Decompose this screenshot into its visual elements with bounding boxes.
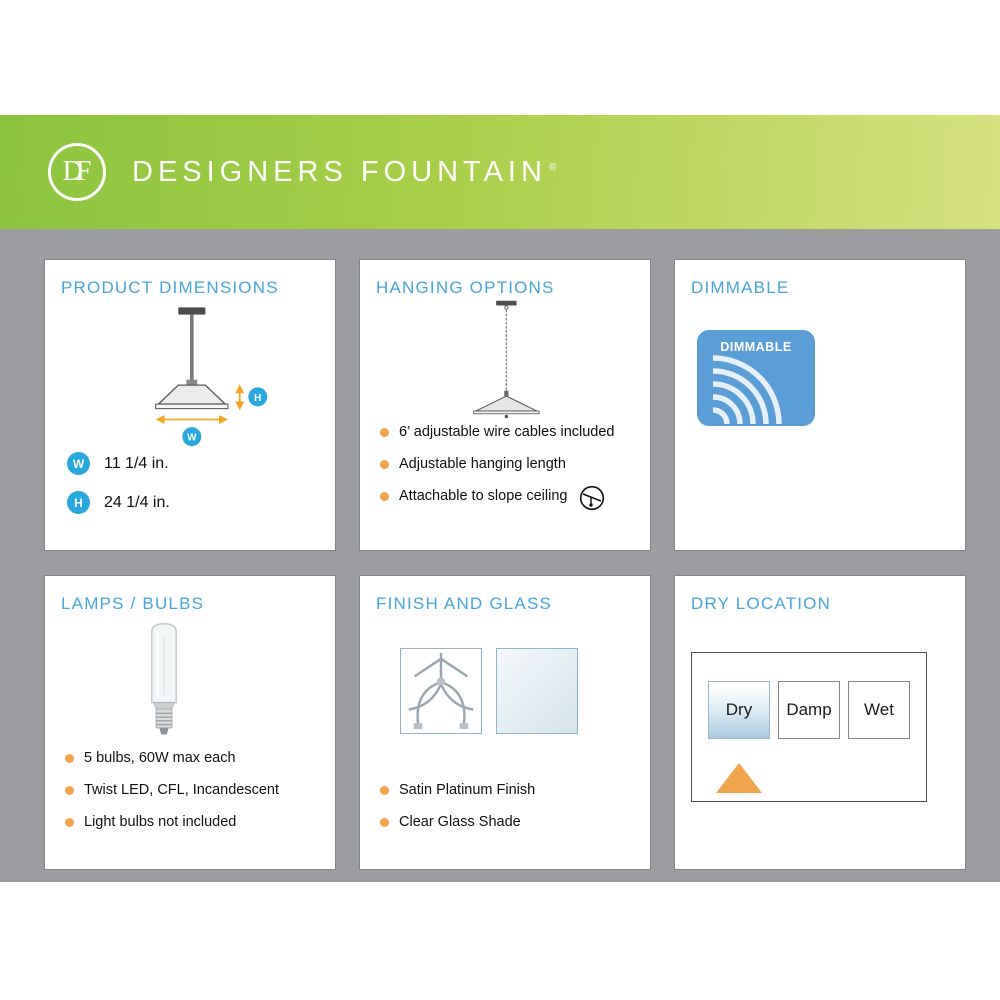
list-item: Twist LED, CFL, Incandescent [61,781,319,800]
tube-bulb-image [151,623,177,735]
location-option-wet: Wet [848,681,910,739]
finish-swatch [400,648,482,734]
height-spec-row: H 24 1/4 in. [67,491,319,514]
swatch-row [400,648,634,734]
location-options: Dry Damp Wet [708,681,926,739]
location-rating-box: Dry Damp Wet [691,652,927,802]
card-title: DRY LOCATION [691,594,832,613]
bullet-dot [65,754,74,764]
location-option-dry: Dry [708,681,770,739]
glass-swatch [496,648,578,734]
card-finish-glass: FINISH AND GLASS [360,576,650,869]
card-title: DIMMABLE [691,278,790,297]
card-title: FINISH AND GLASS [376,594,553,613]
list-item: Attachable to slope ceiling [376,485,634,513]
dimmable-badge: DIMMABLE [697,330,815,426]
svg-text:W: W [187,433,197,444]
pendant-dimensions-diagram: H W [155,307,268,447]
brand-logo-monogram: DF [62,156,92,187]
dimmer-arcs-icon [712,355,782,425]
location-option-damp: Damp [778,681,840,739]
bullet-dot [380,492,389,501]
dimension-spec-list: W 11 1/4 in. H 24 1/4 in. [61,452,319,536]
selected-location-pointer [716,763,762,793]
bullet-dot [380,818,389,828]
brand-header: DF DESIGNERS FOUNTAIN® [0,115,1000,229]
height-badge: H [67,491,90,514]
list-item: 5 bulbs, 60W max each [61,749,319,768]
pendant-cable-diagram [473,300,540,419]
list-item: Light bulbs not included [61,813,319,832]
height-label-badge [248,387,268,407]
bullet-dot [380,786,389,796]
bullet-dot [65,818,74,828]
spec-grid-area: PRODUCT DIMENSIONS H [0,229,1000,882]
card-hanging-options: HANGING OPTIONS 6’ adjustable wire cable… [360,260,650,550]
list-item: 6’ adjustable wire cables included [376,423,634,442]
width-value: 11 1/4 in. [104,454,169,472]
brand-name: DESIGNERS FOUNTAIN® [132,155,562,188]
width-badge: W [67,452,90,475]
finish-glass-list: Satin Platinum Finish Clear Glass Shade [376,781,634,855]
svg-text:H: H [254,393,261,404]
list-item: Satin Platinum Finish [376,781,634,800]
spec-grid: PRODUCT DIMENSIONS H [45,260,965,869]
list-item: Adjustable hanging length [376,455,634,474]
lamps-bulbs-list: 5 bulbs, 60W max each Twist LED, CFL, In… [61,749,319,855]
bullet-dot [380,460,389,470]
dimmable-badge-label: DIMMABLE [720,340,792,354]
height-value: 24 1/4 in. [104,493,170,511]
bullet-dot [380,428,389,438]
list-item: Clear Glass Shade [376,813,634,832]
width-label-badge [182,427,202,447]
card-dimmable: DIMMABLE DIMMABLE [675,260,965,550]
card-title: PRODUCT DIMENSIONS [61,278,279,297]
slope-ceiling-icon [580,485,605,511]
registered-mark: ® [548,161,562,173]
card-title: LAMPS / BULBS [61,594,205,613]
card-dry-location: DRY LOCATION Dry Damp Wet [675,576,965,869]
card-lamps-bulbs: LAMPS / BULBS 5 bulbs, 60W [45,576,335,869]
card-title: HANGING OPTIONS [376,278,555,297]
card-product-dimensions: PRODUCT DIMENSIONS H [45,260,335,550]
width-spec-row: W 11 1/4 in. [67,452,319,475]
bullet-dot [65,786,74,796]
brand-logo: DF [48,143,106,201]
hanging-options-list: 6’ adjustable wire cables included Adjus… [376,423,634,536]
